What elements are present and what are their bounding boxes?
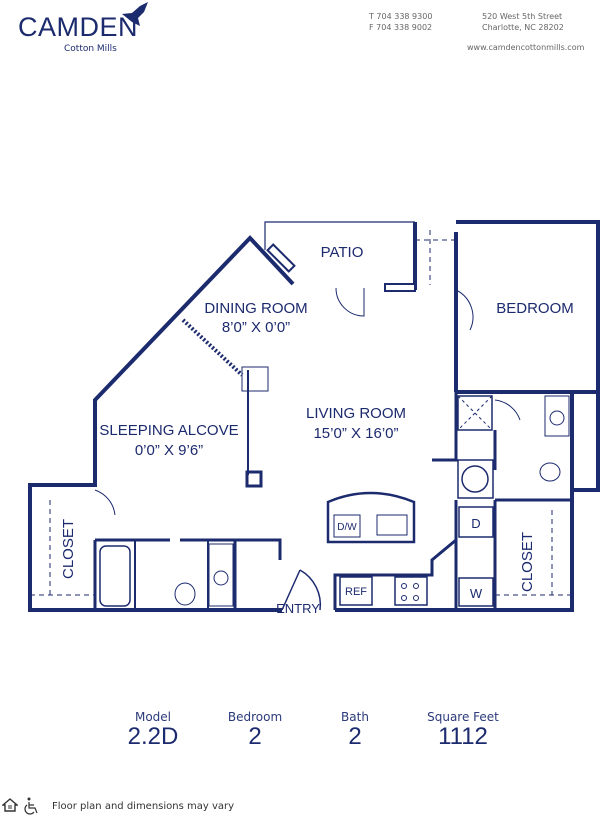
washer-label: W: [470, 586, 483, 601]
bedroom-label: BEDROOM: [496, 300, 574, 317]
dining-room-size: 8’0” X 0’0”: [222, 319, 290, 336]
ref-label: REF: [345, 586, 367, 598]
accessibility-icon: [24, 797, 38, 815]
stat-bedroom: Bedroom 2: [227, 710, 283, 750]
stat-model: Model 2.2D: [127, 710, 179, 750]
floor-plan: PATIO DINING ROOM 8’0” X 0’0” BEDROOM LI…: [28, 220, 600, 616]
dryer-label: D: [471, 516, 480, 531]
dishwasher-label: D/W: [337, 522, 357, 533]
exterior-wall: [28, 235, 295, 612]
phone-block: T 704 338 9300 F 704 338 9002: [369, 11, 432, 33]
fax: F 704 338 9002: [369, 23, 433, 32]
address-block: 520 West 5th Street Charlotte, NC 28202: [482, 11, 564, 33]
community-name: Cotton Mills: [64, 44, 117, 54]
equal-housing-icon: [2, 798, 18, 812]
closet-left-label: CLOSET: [60, 519, 77, 579]
living-room-label: LIVING ROOM: [306, 405, 406, 422]
disclaimer: Floor plan and dimensions may vary: [52, 801, 235, 812]
street: 520 West 5th Street: [482, 12, 563, 21]
brand-logo: Camden: [18, 12, 139, 42]
alcove-size: 0’0” X 9’6”: [135, 442, 203, 459]
patio-label: PATIO: [321, 244, 364, 261]
entry-label: ENTRY: [276, 601, 320, 616]
phone: T 704 338 9300: [369, 12, 433, 21]
hummingbird-icon: [122, 2, 148, 26]
living-room-size: 15’0” X 16’0”: [313, 425, 398, 442]
closet-right-label: CLOSET: [519, 532, 536, 592]
stat-bath: Bath 2: [341, 710, 369, 750]
exterior-wall-east: [335, 220, 600, 612]
patio-outline: [264, 221, 415, 250]
stat-square-feet: Square Feet 1112: [427, 710, 499, 750]
dining-room-label: DINING ROOM: [204, 300, 307, 317]
city: Charlotte, NC 28202: [482, 23, 564, 32]
website-link[interactable]: www.camdencottonmills.com: [467, 43, 585, 52]
alcove-label: SLEEPING ALCOVE: [99, 422, 238, 439]
